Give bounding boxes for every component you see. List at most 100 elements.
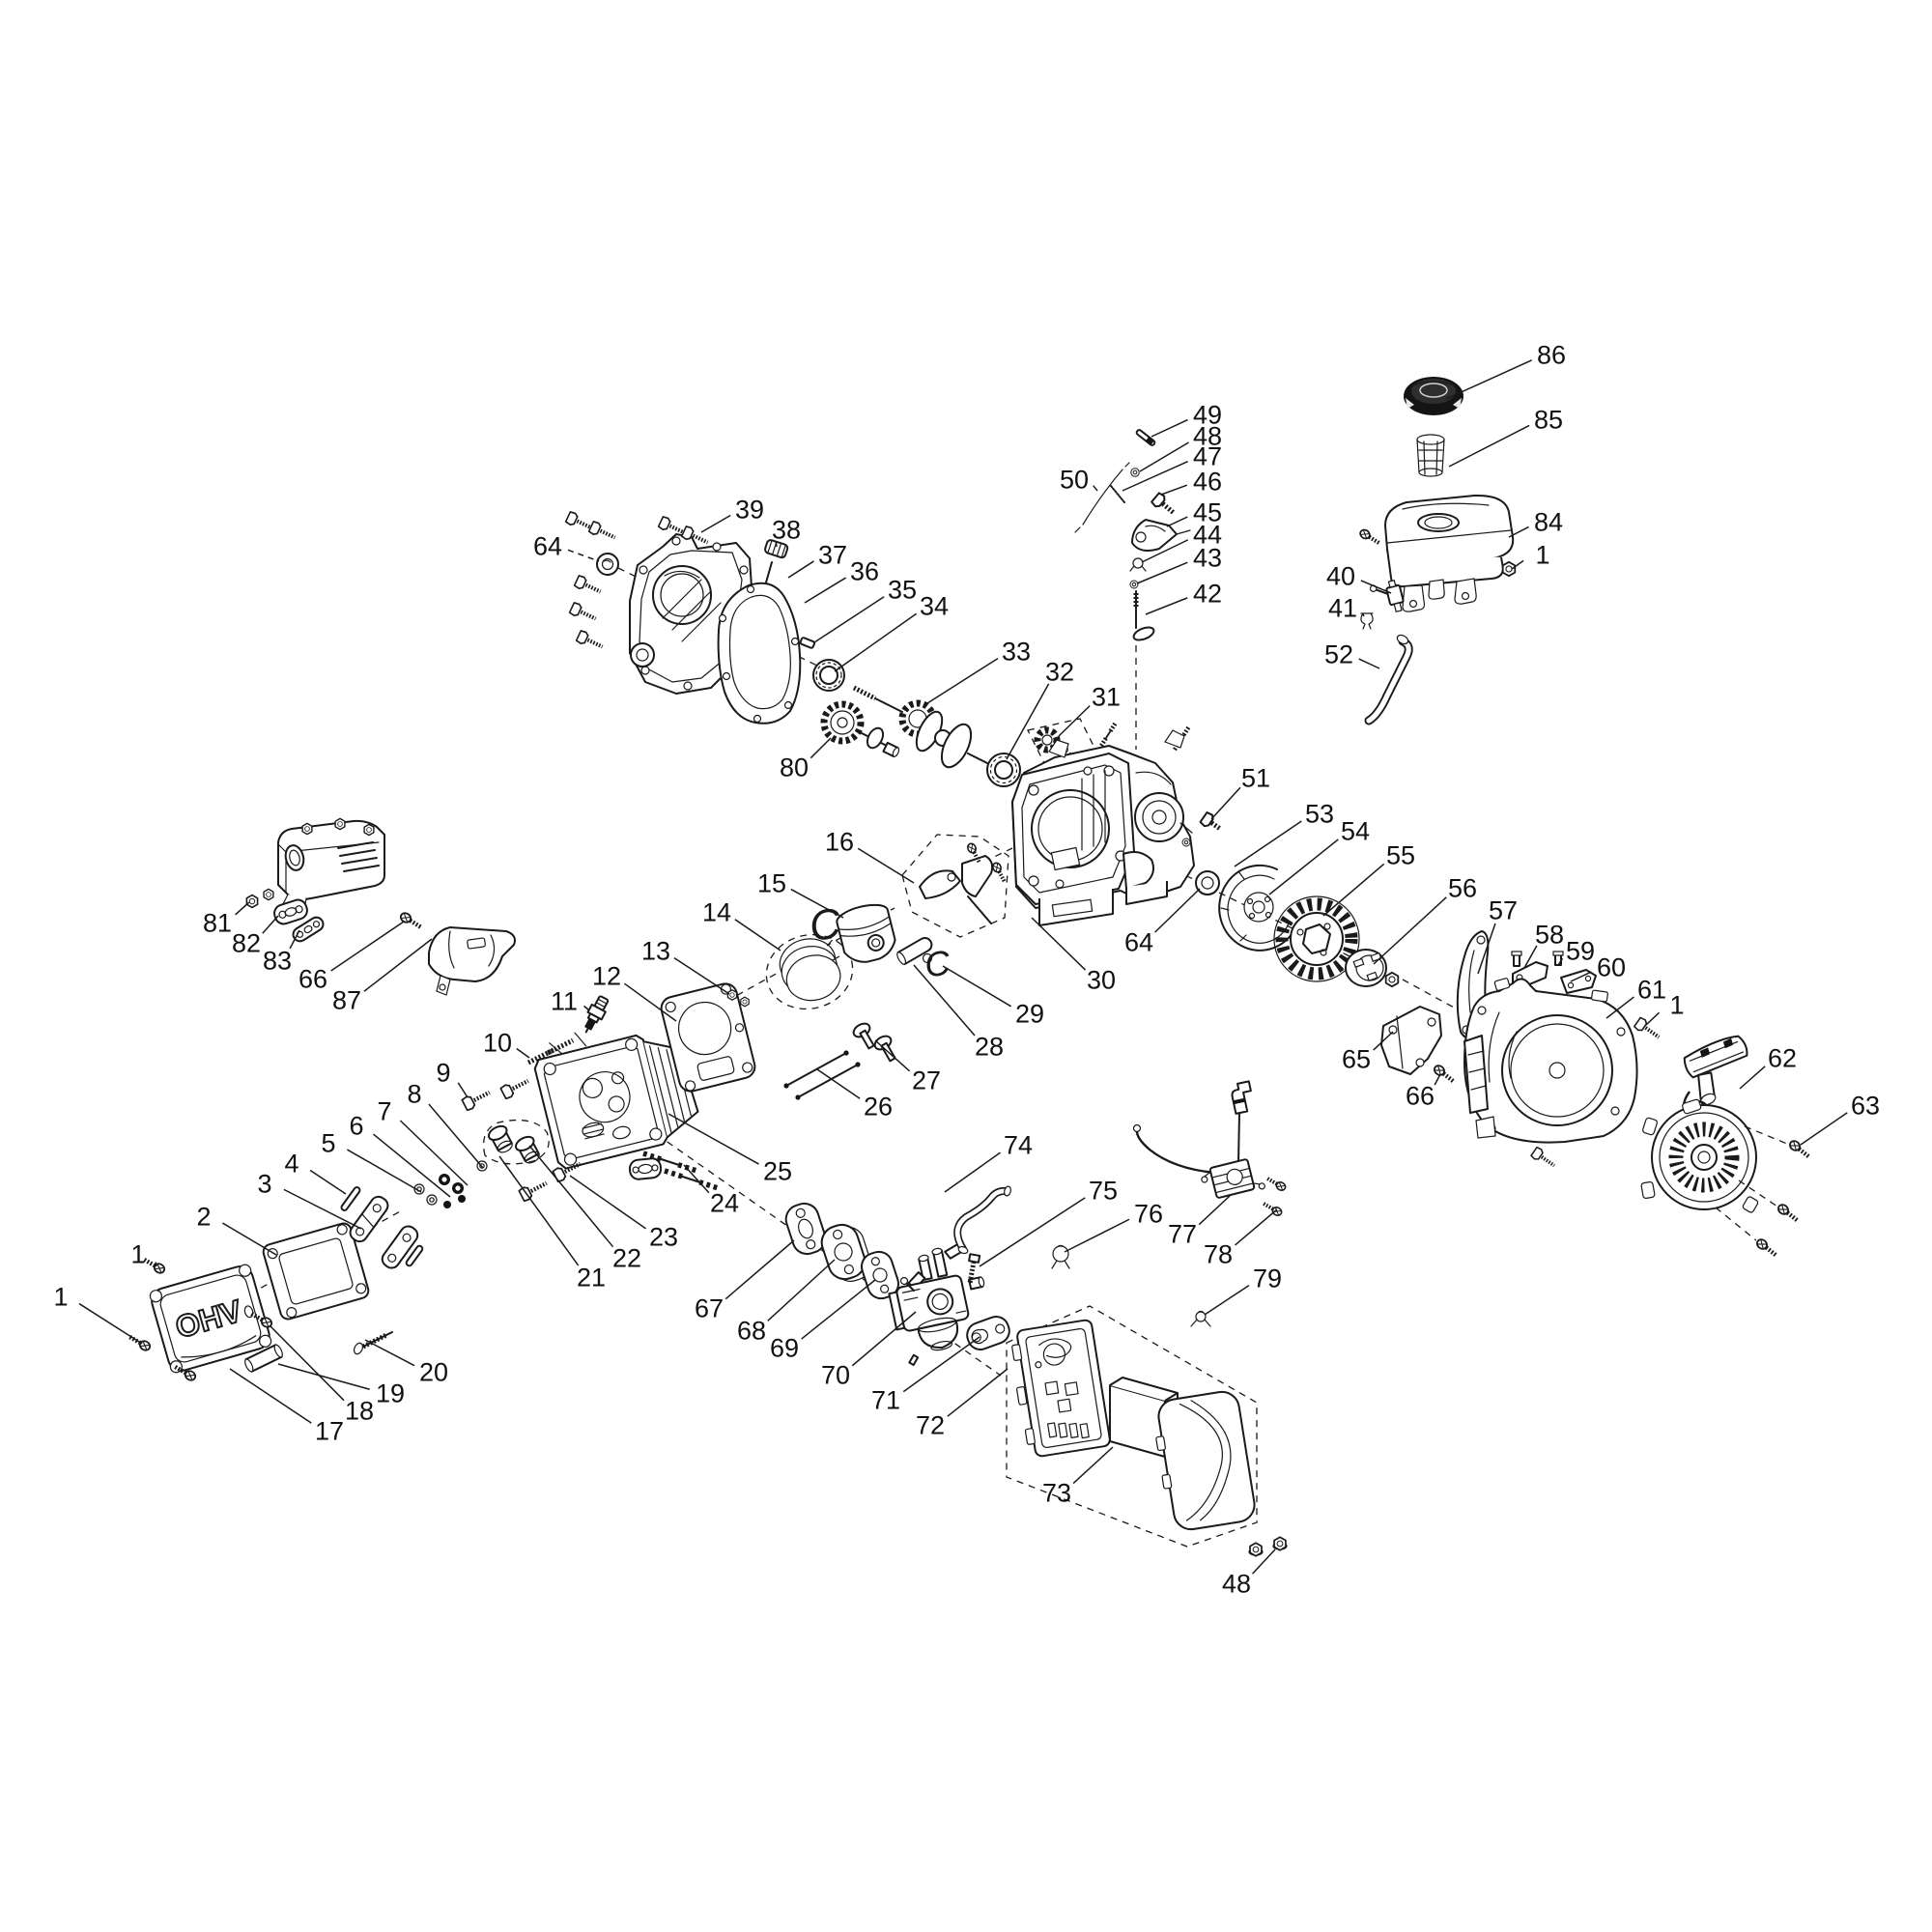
leader-line-48 xyxy=(1252,1548,1276,1575)
part-label-7: 7 xyxy=(377,1097,391,1126)
leader-line-63 xyxy=(1800,1112,1848,1146)
dowel-pin-drawing xyxy=(799,637,816,649)
piston-pin-drawing xyxy=(896,937,933,966)
breather-tube-drawing xyxy=(244,1344,283,1373)
part-label-14: 14 xyxy=(702,898,731,927)
part-label-64: 64 xyxy=(533,532,562,561)
leader-line-1 xyxy=(1645,1011,1661,1026)
hose-clip-drawing xyxy=(1360,612,1374,630)
leader-line-27 xyxy=(874,1039,911,1072)
air-cleaner-drawing xyxy=(1006,1305,1258,1548)
leader-line-84 xyxy=(1508,526,1529,538)
oil-seal-left-drawing xyxy=(596,553,619,576)
part-label-63: 63 xyxy=(1851,1092,1880,1121)
insulator-68-drawing xyxy=(820,1223,871,1282)
leader-line-15 xyxy=(790,888,844,919)
part-label-32: 32 xyxy=(1045,658,1074,687)
leader-line-77 xyxy=(1198,1195,1231,1226)
leader-line-35 xyxy=(813,596,885,643)
leader-line-54 xyxy=(1268,838,1339,895)
leader-line-43 xyxy=(1136,561,1188,584)
part-label-33: 33 xyxy=(1002,638,1031,667)
leader-line-22 xyxy=(528,1145,614,1248)
leader-line-44 xyxy=(1141,539,1189,563)
part-label-82: 82 xyxy=(232,929,261,958)
leader-line-81 xyxy=(235,901,250,916)
leader-line-58 xyxy=(1523,945,1538,969)
leader-line-4 xyxy=(309,1169,347,1195)
leader-line-8 xyxy=(428,1103,484,1169)
leader-line-74 xyxy=(944,1151,1001,1193)
case-bolt-51-drawing xyxy=(1181,811,1223,847)
part-label-64: 64 xyxy=(1124,928,1153,957)
breather-hose-74-drawing xyxy=(953,1185,1011,1255)
part-label-57: 57 xyxy=(1489,896,1518,925)
part-label-38: 38 xyxy=(772,516,801,545)
part-label-41: 41 xyxy=(1328,594,1357,623)
fuel-filter-drawing xyxy=(1416,434,1445,477)
fuel-cap-drawing xyxy=(1404,377,1463,415)
fuel-valve-drawing xyxy=(1369,579,1405,612)
flywheel-fan-drawing xyxy=(1273,895,1360,982)
leader-line-42 xyxy=(1145,597,1188,615)
part-label-54: 54 xyxy=(1341,817,1370,846)
part-label-74: 74 xyxy=(1004,1131,1033,1160)
muffler-drawing xyxy=(277,817,385,917)
part-label-76: 76 xyxy=(1134,1200,1163,1229)
muffler-nuts-drawing xyxy=(245,888,274,909)
head-studs-drawing xyxy=(526,1037,575,1065)
part-label-70: 70 xyxy=(821,1361,850,1390)
leader-line-73 xyxy=(1072,1446,1114,1485)
carb-gasket-69-drawing xyxy=(861,1250,899,1300)
starter-cup-drawing xyxy=(1345,949,1400,988)
shield-bolt-drawing xyxy=(399,911,423,930)
leader-line-37 xyxy=(787,560,814,579)
valve-cover-gasket-drawing xyxy=(262,1222,370,1321)
carburetor-drawing xyxy=(888,1241,985,1367)
ignition-side-plate-drawing xyxy=(1380,1006,1442,1075)
leader-line-26 xyxy=(816,1068,861,1099)
leader-line-64 xyxy=(1154,888,1201,933)
oil-seal-right-drawing xyxy=(1195,870,1220,895)
part-label-85: 85 xyxy=(1534,406,1563,435)
leader-line-60 xyxy=(1570,971,1592,982)
intake-gasket-67-drawing xyxy=(784,1202,827,1256)
part-label-31: 31 xyxy=(1092,683,1121,712)
leader-line-57 xyxy=(1477,923,1496,975)
leader-line-62 xyxy=(1739,1065,1766,1090)
leader-line-76 xyxy=(1064,1218,1130,1253)
leader-line-34 xyxy=(834,612,918,672)
part-label-67: 67 xyxy=(695,1294,724,1323)
leader-line-83 xyxy=(289,929,300,950)
leader-line-66 xyxy=(1434,1073,1441,1086)
part-label-60: 60 xyxy=(1597,953,1626,982)
part-label-59: 59 xyxy=(1566,937,1595,966)
leader-line-5 xyxy=(347,1149,422,1193)
part-label-75: 75 xyxy=(1089,1177,1118,1206)
head-gasket-drawing xyxy=(660,982,756,1093)
ignition-coil-drawing xyxy=(1132,1080,1265,1199)
part-label-8: 8 xyxy=(407,1080,421,1109)
rocker-arms-drawing xyxy=(340,1186,424,1269)
part-label-65: 65 xyxy=(1342,1045,1371,1074)
part-label-72: 72 xyxy=(916,1411,945,1440)
part-label-23: 23 xyxy=(649,1223,678,1252)
recoil-starter-drawing xyxy=(1640,1098,1811,1258)
part-label-11: 11 xyxy=(551,987,578,1016)
leader-line-68 xyxy=(767,1259,836,1321)
part-label-29: 29 xyxy=(1015,1000,1044,1029)
part-label-86: 86 xyxy=(1537,341,1566,370)
valve-caps-drawing xyxy=(482,1119,550,1165)
leader-line-39 xyxy=(700,514,731,533)
part-label-37: 37 xyxy=(818,541,847,570)
part-label-48: 48 xyxy=(1222,1570,1251,1599)
part-label-25: 25 xyxy=(763,1157,792,1186)
part-label-44: 44 xyxy=(1193,521,1222,550)
leader-line-32 xyxy=(1006,683,1050,760)
part-label-66: 66 xyxy=(298,965,327,994)
spark-plug-drawing xyxy=(584,995,610,1034)
leader-line-72 xyxy=(947,1368,1009,1417)
cylinder-head-drawing xyxy=(533,1032,699,1180)
part-label-17: 17 xyxy=(315,1417,344,1446)
leader-line-30 xyxy=(1031,917,1087,971)
